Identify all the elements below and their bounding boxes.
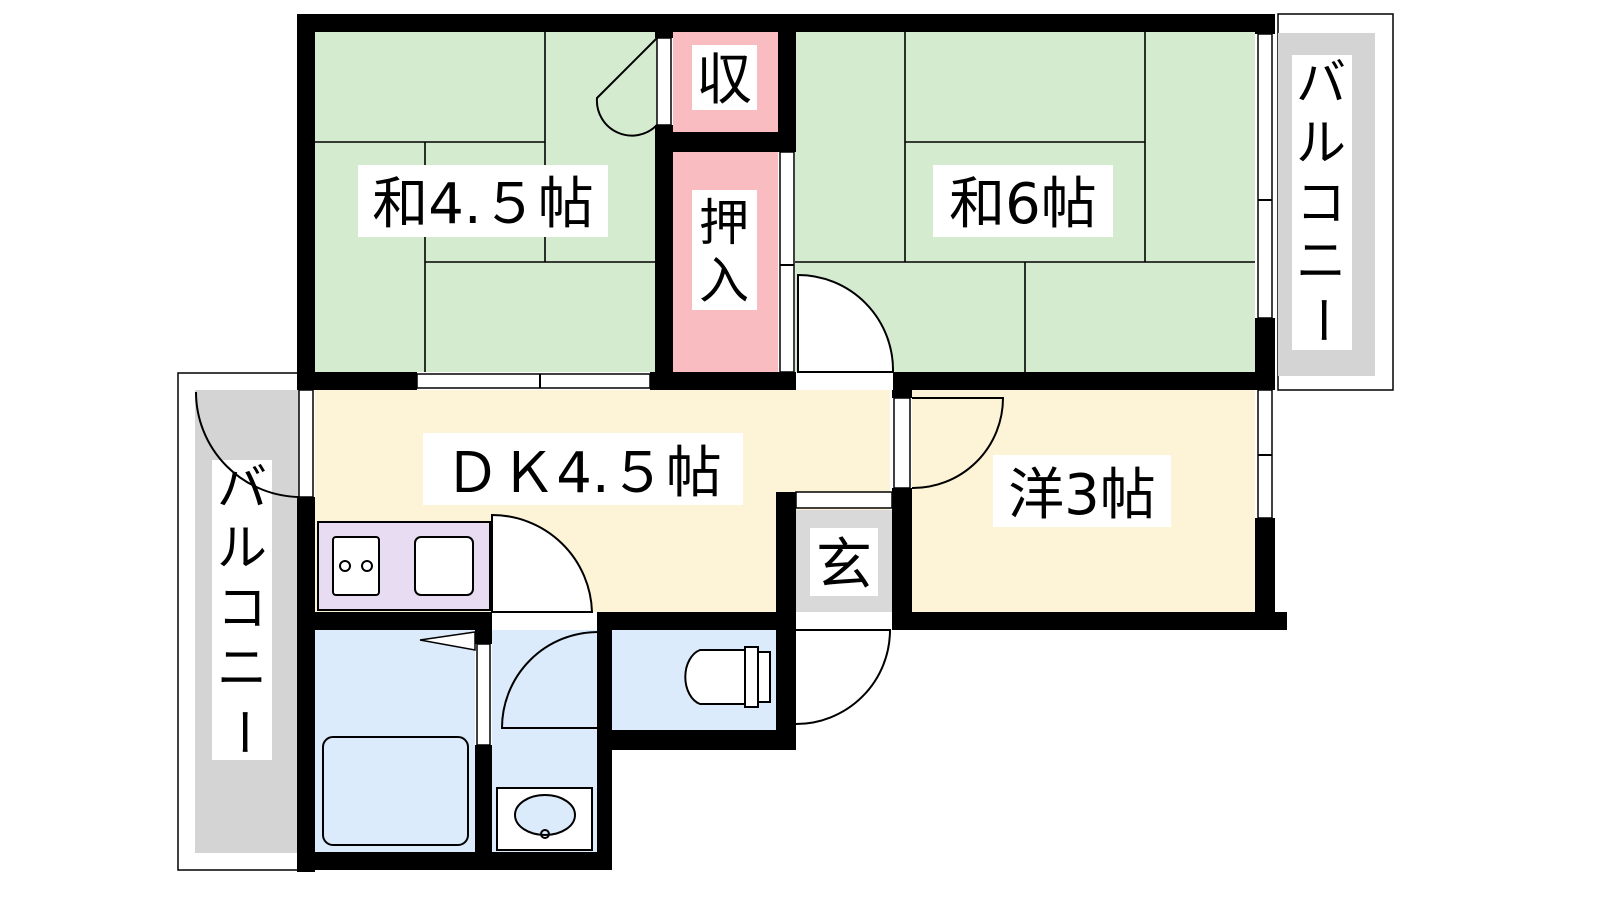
balcony-left-char: コ <box>217 579 267 637</box>
bathtub-icon <box>322 736 469 846</box>
balcony-right-label: バ ル コ ニ ー <box>1293 54 1351 345</box>
balcony-left-char: バ <box>217 459 267 517</box>
balcony-right-char: ル <box>1296 114 1346 172</box>
openings <box>298 33 1273 746</box>
room-label-yoshitsu: 洋3帖 <box>1008 463 1156 528</box>
balcony-right-char: バ <box>1296 54 1346 112</box>
balcony-left-char: ニ <box>217 639 267 697</box>
balcony-left-char: ー <box>214 707 272 757</box>
washbasin-icon <box>496 787 593 851</box>
balcony-left-label: バ ル コ ニ ー <box>214 459 272 757</box>
stove-icon <box>332 536 380 596</box>
balcony-right-char: ー <box>1293 295 1351 345</box>
room-label-oshiire-2: 入 <box>699 252 749 310</box>
room-label-oshiire-1: 押 <box>699 194 749 252</box>
balcony-right <box>1277 13 1394 391</box>
balcony-left-char: ル <box>217 519 267 577</box>
room-label-dk: ＤＫ4.５帖 <box>444 441 721 506</box>
walls <box>297 14 1287 872</box>
room-label-washitsu-6: 和6帖 <box>949 172 1097 237</box>
room-label-washitsu-45: 和4.５帖 <box>372 172 593 237</box>
toilet-icon <box>684 646 771 708</box>
room-label-genkan: 玄 <box>816 533 872 598</box>
tatami-lines-6 <box>795 32 1255 372</box>
balcony-right-char: ニ <box>1296 232 1346 290</box>
room-label-shu: 収 <box>696 48 752 113</box>
balcony-left <box>177 372 309 871</box>
sink-icon <box>414 536 474 596</box>
balcony-right-char: コ <box>1296 174 1346 232</box>
